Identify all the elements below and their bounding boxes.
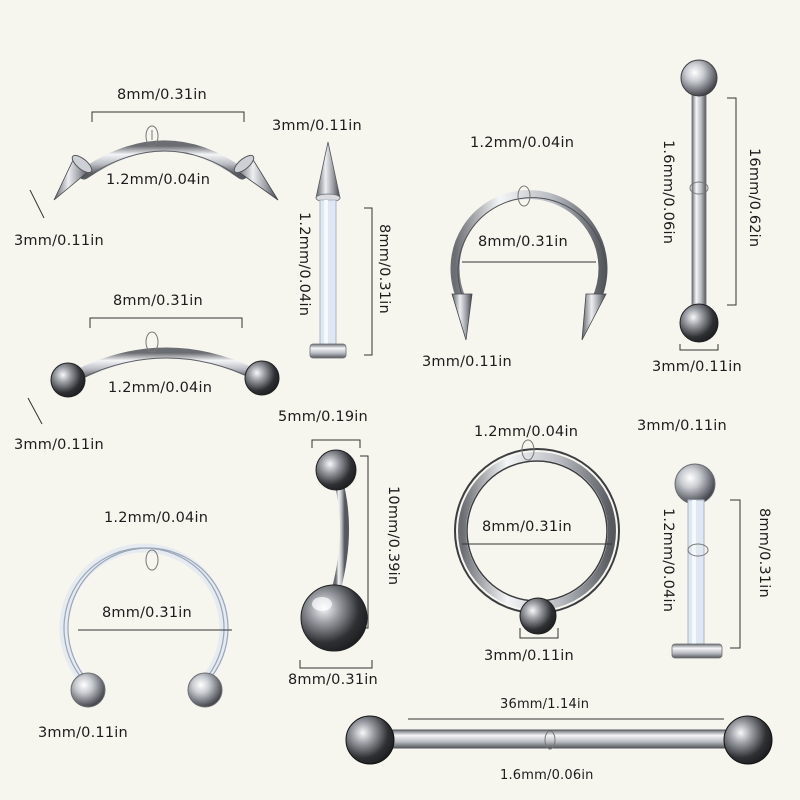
label-horseshoe-spike-diameter: 8mm/0.31in [478,234,568,250]
label-straight-barbell-end: 3mm/0.11in [652,359,742,375]
dim-curved-ball-end [27,397,43,425]
label-straight-barbell-length: 16mm/0.62in [746,148,762,248]
industrial-barbell [345,715,773,765]
label-horseshoe-ball-end: 3mm/0.11in [38,725,128,741]
label-belly-bottom-ball: 8mm/0.31in [288,672,378,688]
label-labret-spike-gauge: 1.2mm/0.04in [296,212,312,317]
dim-curved-spike-width [91,111,245,122]
label-labret-ball-gauge: 1.2mm/0.04in [660,508,676,613]
label-curved-spike-end: 3mm/0.11in [14,233,104,249]
label-horseshoe-spike-gauge: 1.2mm/0.04in [470,135,575,151]
dim-captive-bead [519,628,559,639]
label-curved-spike-width: 8mm/0.31in [117,87,207,103]
label-labret-spike-length: 8mm/0.31in [376,224,392,314]
label-horseshoe-spike-end: 3mm/0.11in [422,354,512,370]
label-captive-ring-diameter: 8mm/0.31in [482,519,572,535]
belly-ring [300,449,368,652]
dim-labret-ball-length [730,499,741,649]
label-labret-ball-end: 3mm/0.11in [637,418,727,434]
label-belly-top-ball: 5mm/0.19in [278,409,368,425]
label-captive-ring-gauge: 1.2mm/0.04in [474,424,579,440]
horseshoe-ball [59,543,232,708]
dim-curved-ball-width [89,317,243,328]
dim-belly-top [311,439,361,448]
curved-spike-barbell [53,125,279,201]
straight-barbell [679,59,719,343]
curved-ball-barbell [50,331,280,398]
label-labret-ball-length: 8mm/0.31in [756,508,772,598]
label-horseshoe-ball-diameter: 8mm/0.31in [102,605,192,621]
dim-labret-spike-length [364,207,373,356]
label-horseshoe-ball-gauge: 1.2mm/0.04in [104,510,209,526]
labret-ball [671,463,723,659]
label-industrial-length: 36mm/1.14in [500,697,590,712]
label-curved-ball-gauge: 1.2mm/0.04in [108,380,213,396]
label-labret-spike-end: 3mm/0.11in [272,118,362,134]
label-industrial-gauge: 1.6mm/0.06in [500,768,594,783]
dim-straight-barbell-length [727,97,737,306]
labret-spike [309,141,347,359]
dim-belly-bottom [299,660,373,669]
label-captive-ring-bead: 3mm/0.11in [484,648,574,664]
label-curved-ball-width: 8mm/0.31in [113,293,203,309]
label-belly-length: 10mm/0.39in [385,486,401,586]
dim-straight-barbell-end [679,344,719,351]
captive-bead-ring [454,439,620,635]
dim-curved-spike-end [29,189,45,219]
label-straight-barbell-gauge: 1.6mm/0.06in [660,140,676,245]
label-curved-spike-gauge: 1.2mm/0.04in [106,172,211,188]
label-curved-ball-end: 3mm/0.11in [14,437,104,453]
horseshoe-spike [450,185,608,341]
